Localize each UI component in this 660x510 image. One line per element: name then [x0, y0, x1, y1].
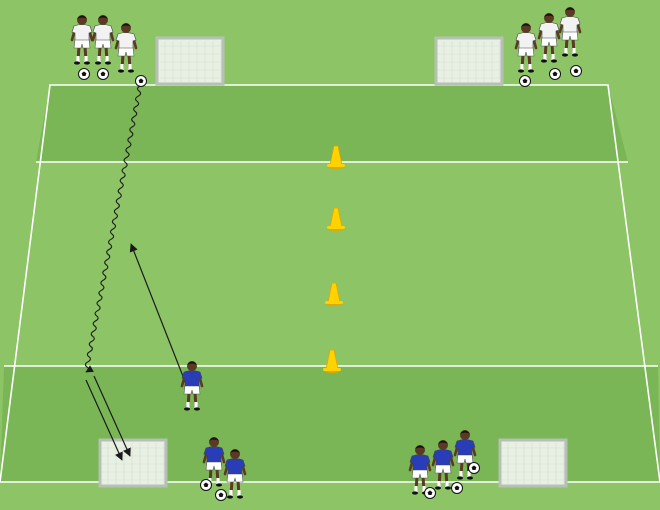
mini-goal-icon [157, 38, 223, 84]
soccer-ball-icon [452, 483, 463, 494]
mini-goal-icon [436, 38, 502, 84]
soccer-ball-icon [98, 69, 109, 80]
soccer-ball-icon [520, 76, 531, 87]
soccer-ball-icon [425, 488, 436, 499]
mini-goal-icon [100, 440, 166, 486]
soccer-ball-icon [469, 463, 480, 474]
soccer-ball-icon [136, 76, 147, 87]
soccer-ball-icon [216, 490, 227, 501]
soccer-ball-icon [550, 69, 561, 80]
soccer-ball-icon [79, 69, 90, 80]
soccer-ball-icon [201, 480, 212, 491]
mini-goal-icon [500, 440, 566, 486]
soccer-ball-icon [571, 66, 582, 77]
top-zone-stripe [36, 85, 628, 162]
